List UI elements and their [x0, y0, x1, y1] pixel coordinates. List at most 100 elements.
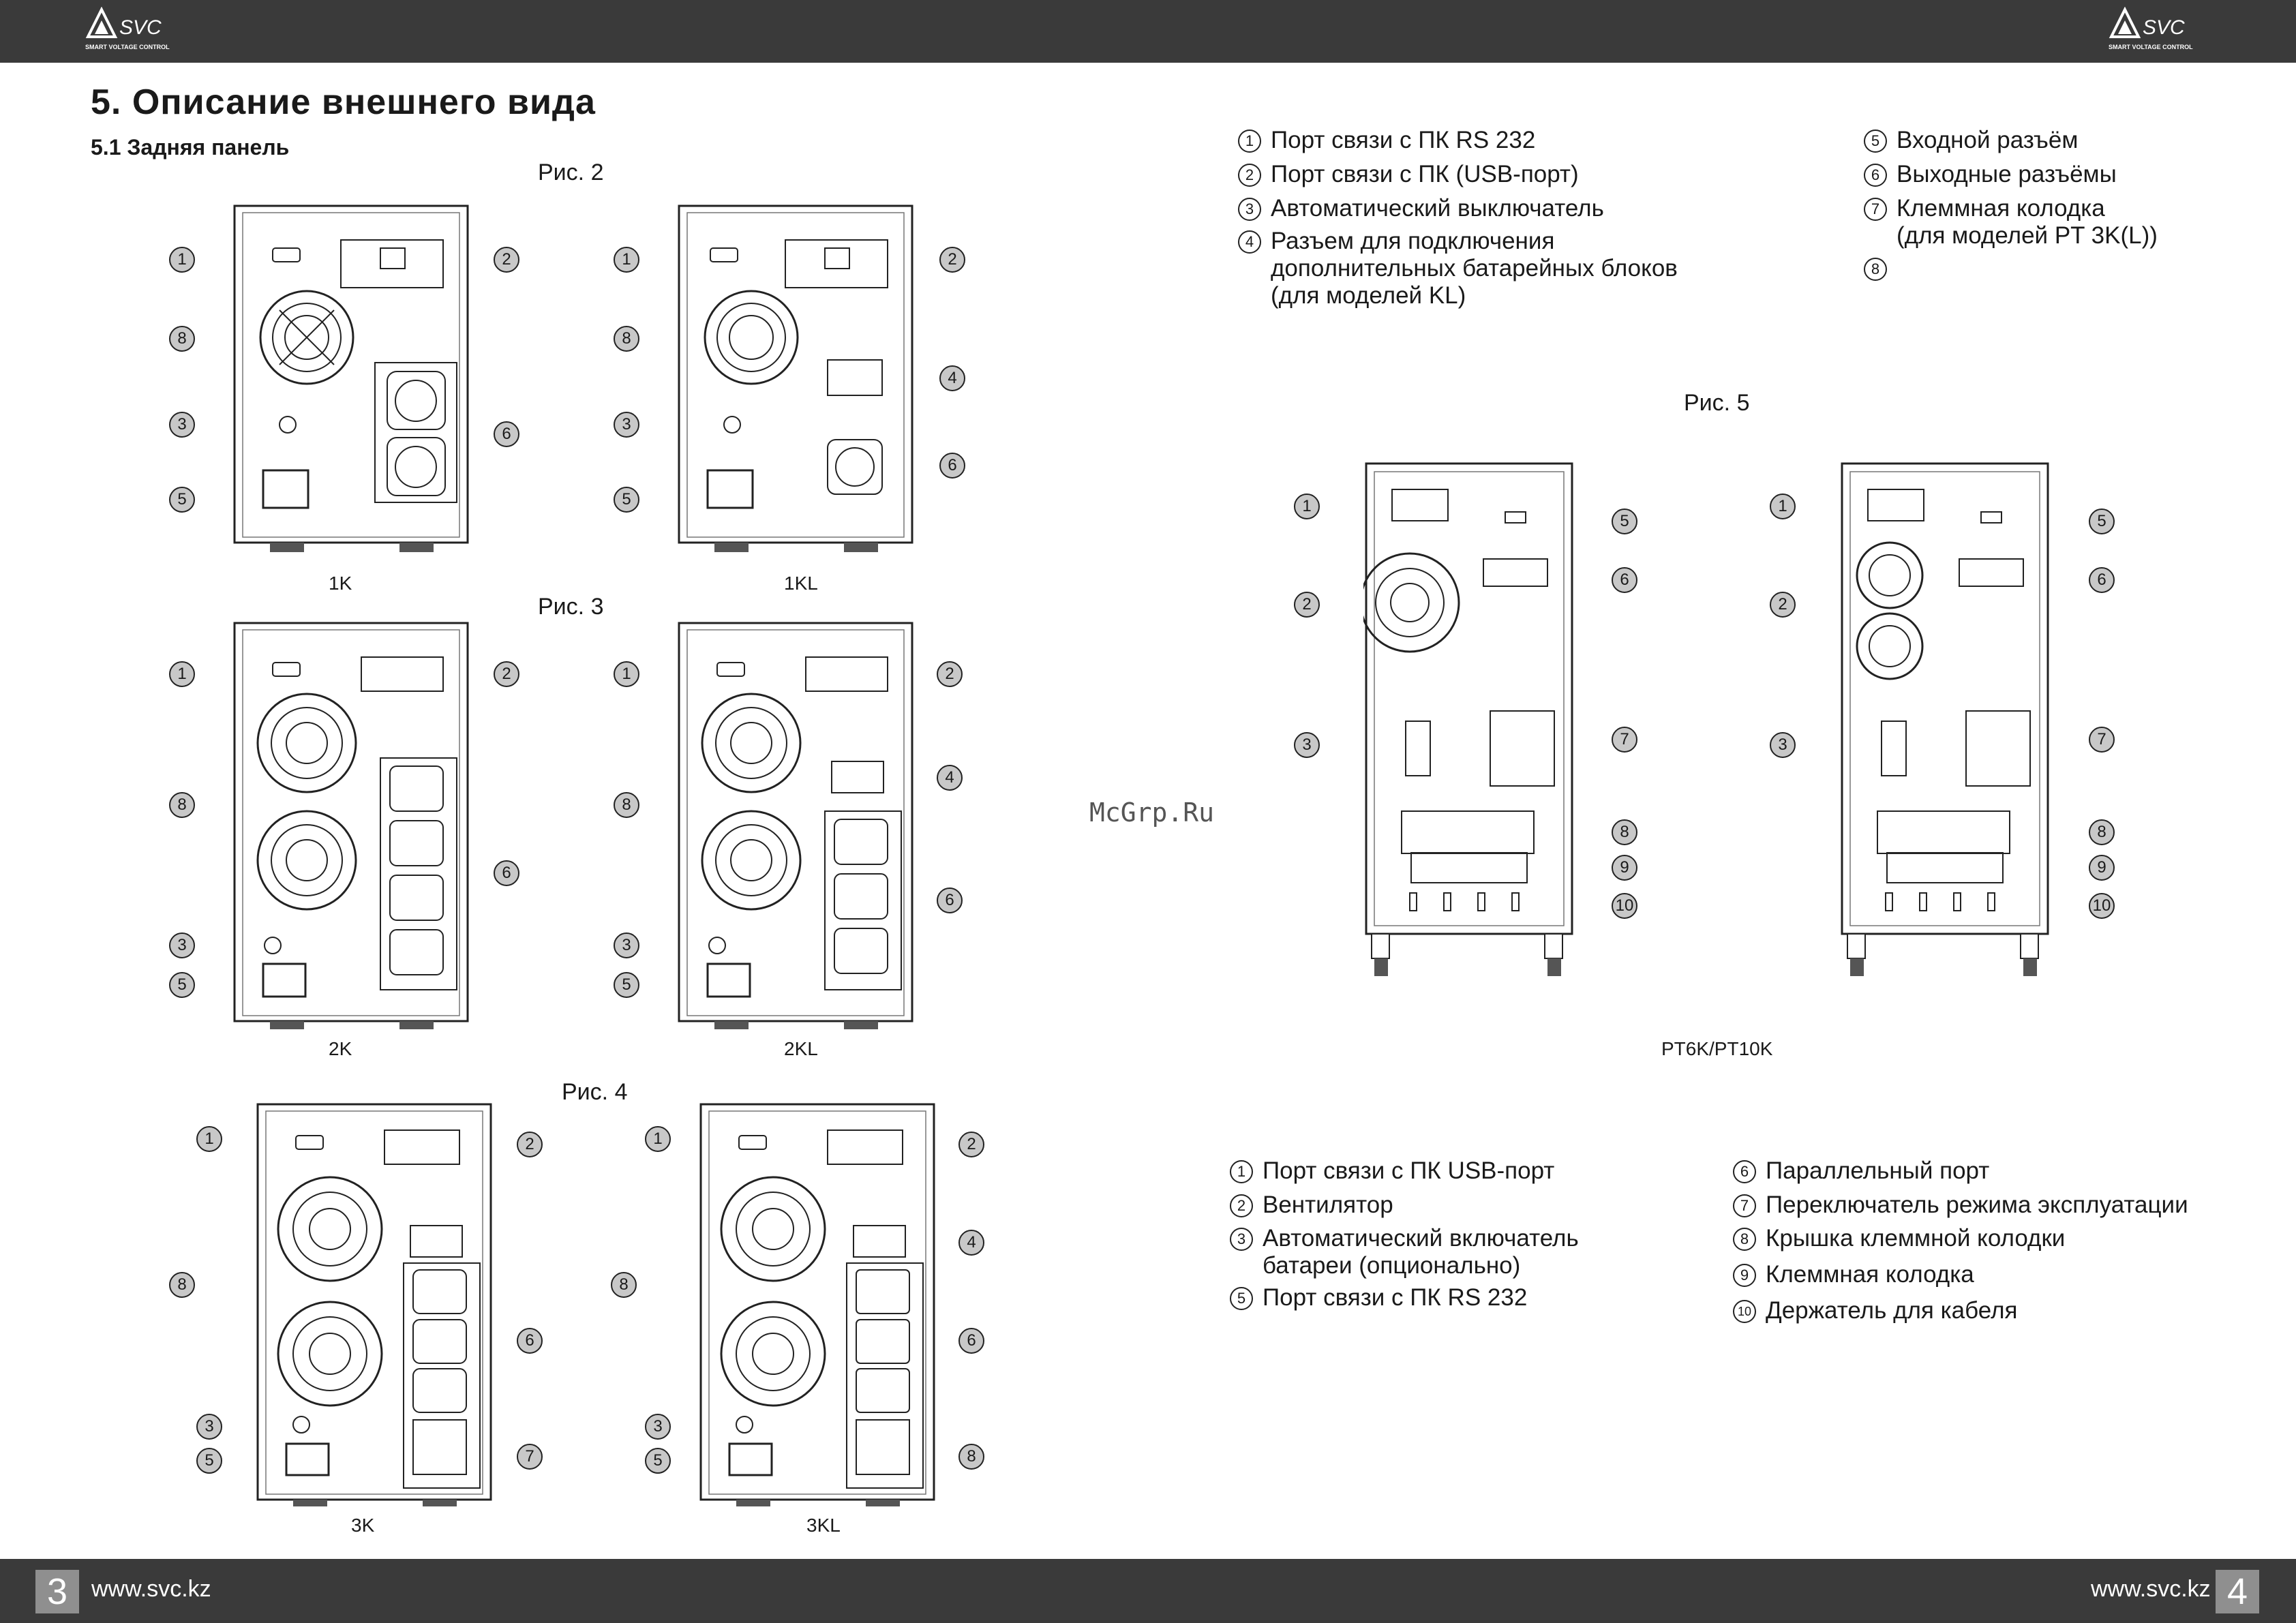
website-link-right[interactable]: www.svc.kz: [2091, 1576, 2211, 1602]
callout-8: 8: [1612, 819, 1637, 845]
callout-5: 5: [169, 972, 195, 998]
callout-1: 1: [1770, 494, 1796, 519]
callout-4: 4: [939, 365, 965, 391]
callout-6: 6: [517, 1328, 543, 1354]
ups-1kl-drawing: [678, 204, 913, 552]
callout-4: 4: [937, 765, 963, 791]
callout-8: 8: [169, 1272, 195, 1298]
logo-triangle-icon: [85, 7, 118, 38]
ups-rear-pt-b: [1839, 462, 2051, 980]
callout-8: 8: [169, 792, 195, 818]
callout-2: 2: [1770, 592, 1796, 618]
model-label-2kl: 2KL: [784, 1038, 818, 1059]
callout-2: 2: [958, 1132, 984, 1157]
callout-7: 7: [2089, 727, 2115, 753]
ups-3kl-drawing: [699, 1103, 935, 1506]
fig2-caption: Рис. 2: [538, 160, 604, 185]
callout-6: 6: [937, 888, 963, 913]
callout-9: 9: [1612, 855, 1637, 881]
logo-tagline: SMART VOLTAGE CONTROL: [2109, 44, 2193, 50]
logo-brand: SVC: [119, 16, 162, 39]
model-label-1kl: 1KL: [784, 573, 818, 594]
callout-6: 6: [2089, 567, 2115, 593]
callout-5: 5: [645, 1448, 671, 1474]
callout-10: 10: [2089, 893, 2115, 919]
ups-pt-a-drawing: [1359, 462, 1573, 976]
callout-1: 1: [645, 1126, 671, 1152]
callout-3: 3: [614, 932, 639, 958]
logo-tagline: SMART VOLTAGE CONTROL: [85, 44, 170, 50]
callout-6: 6: [958, 1328, 984, 1354]
section-subtitle: 5.1 Задняя панель: [91, 135, 290, 160]
callout-3: 3: [645, 1414, 671, 1440]
callout-5: 5: [196, 1448, 222, 1474]
ups-2kl-drawing: [678, 622, 913, 1029]
ups-rear-2k: [232, 622, 470, 1031]
section-title: 5. Описание внешнего вида: [91, 82, 596, 122]
callout-5: 5: [1612, 509, 1637, 534]
callout-3: 3: [1294, 732, 1320, 758]
callout-2: 2: [494, 661, 519, 687]
svc-logo: SVC SMART VOLTAGE CONTROL: [85, 7, 187, 55]
model-label-pt: PT6K/PT10K: [1661, 1038, 1773, 1059]
fig5-caption: Рис. 5: [1684, 390, 1750, 416]
model-label-3kl: 3KL: [806, 1515, 841, 1536]
callout-1: 1: [614, 247, 639, 273]
callout-1: 1: [169, 247, 195, 273]
callout-6: 6: [494, 860, 519, 886]
callout-4: 4: [958, 1230, 984, 1256]
page-number-left: 3: [35, 1570, 79, 1613]
callout-7: 7: [1612, 727, 1637, 753]
ups-pt-b-drawing: [1841, 462, 2049, 976]
ups-rear-3kl: [698, 1103, 937, 1506]
callout-2: 2: [1294, 592, 1320, 618]
ups-1k-drawing: [233, 204, 469, 552]
model-label-3k: 3K: [351, 1515, 375, 1536]
ups-rear-pt-a: [1359, 462, 1575, 980]
fig4-caption: Рис. 4: [562, 1079, 628, 1105]
fig3-caption: Рис. 3: [538, 594, 604, 620]
callout-3: 3: [614, 412, 639, 438]
page-number-right: 4: [2216, 1570, 2259, 1613]
callout-8: 8: [614, 792, 639, 818]
watermark: McGrp.Ru: [1089, 798, 1215, 828]
ups-2k-drawing: [233, 622, 469, 1029]
callout-1: 1: [196, 1126, 222, 1152]
callout-1: 1: [169, 661, 195, 687]
svc-logo-right: SVC SMART VOLTAGE CONTROL: [2109, 7, 2211, 55]
callout-3: 3: [169, 412, 195, 438]
callout-9: 9: [2089, 855, 2115, 881]
callout-2: 2: [494, 247, 519, 273]
callout-2: 2: [937, 661, 963, 687]
callout-8: 8: [614, 326, 639, 352]
ups-rear-1kl: [676, 204, 915, 559]
callout-2: 2: [939, 247, 965, 273]
website-link-left[interactable]: www.svc.kz: [91, 1576, 211, 1602]
callout-2: 2: [517, 1132, 543, 1157]
footer-bar: [0, 1559, 2296, 1623]
callout-5: 5: [169, 487, 195, 513]
ups-3k-drawing: [256, 1103, 492, 1506]
callout-6: 6: [939, 453, 965, 479]
callout-8: 8: [169, 326, 195, 352]
model-label-2k: 2K: [329, 1038, 352, 1059]
callout-1: 1: [614, 661, 639, 687]
callout-3: 3: [196, 1414, 222, 1440]
callout-8: 8: [611, 1272, 637, 1298]
model-label-1k: 1K: [329, 573, 352, 594]
callout-8: 8: [958, 1444, 984, 1470]
callout-10: 10: [1612, 893, 1637, 919]
header-bar: SVC SMART VOLTAGE CONTROL SVC SMART VOLT…: [0, 0, 2296, 63]
ups-rear-2kl: [676, 622, 915, 1031]
callout-3: 3: [1770, 732, 1796, 758]
ups-rear-1k: [232, 204, 470, 559]
callout-5: 5: [2089, 509, 2115, 534]
callout-7: 7: [517, 1444, 543, 1470]
logo-brand: SVC: [2143, 16, 2185, 39]
callout-6: 6: [494, 421, 519, 447]
logo-triangle-icon: [2109, 7, 2141, 38]
callout-1: 1: [1294, 494, 1320, 519]
callout-3: 3: [169, 932, 195, 958]
callout-5: 5: [614, 972, 639, 998]
callout-5: 5: [614, 487, 639, 513]
